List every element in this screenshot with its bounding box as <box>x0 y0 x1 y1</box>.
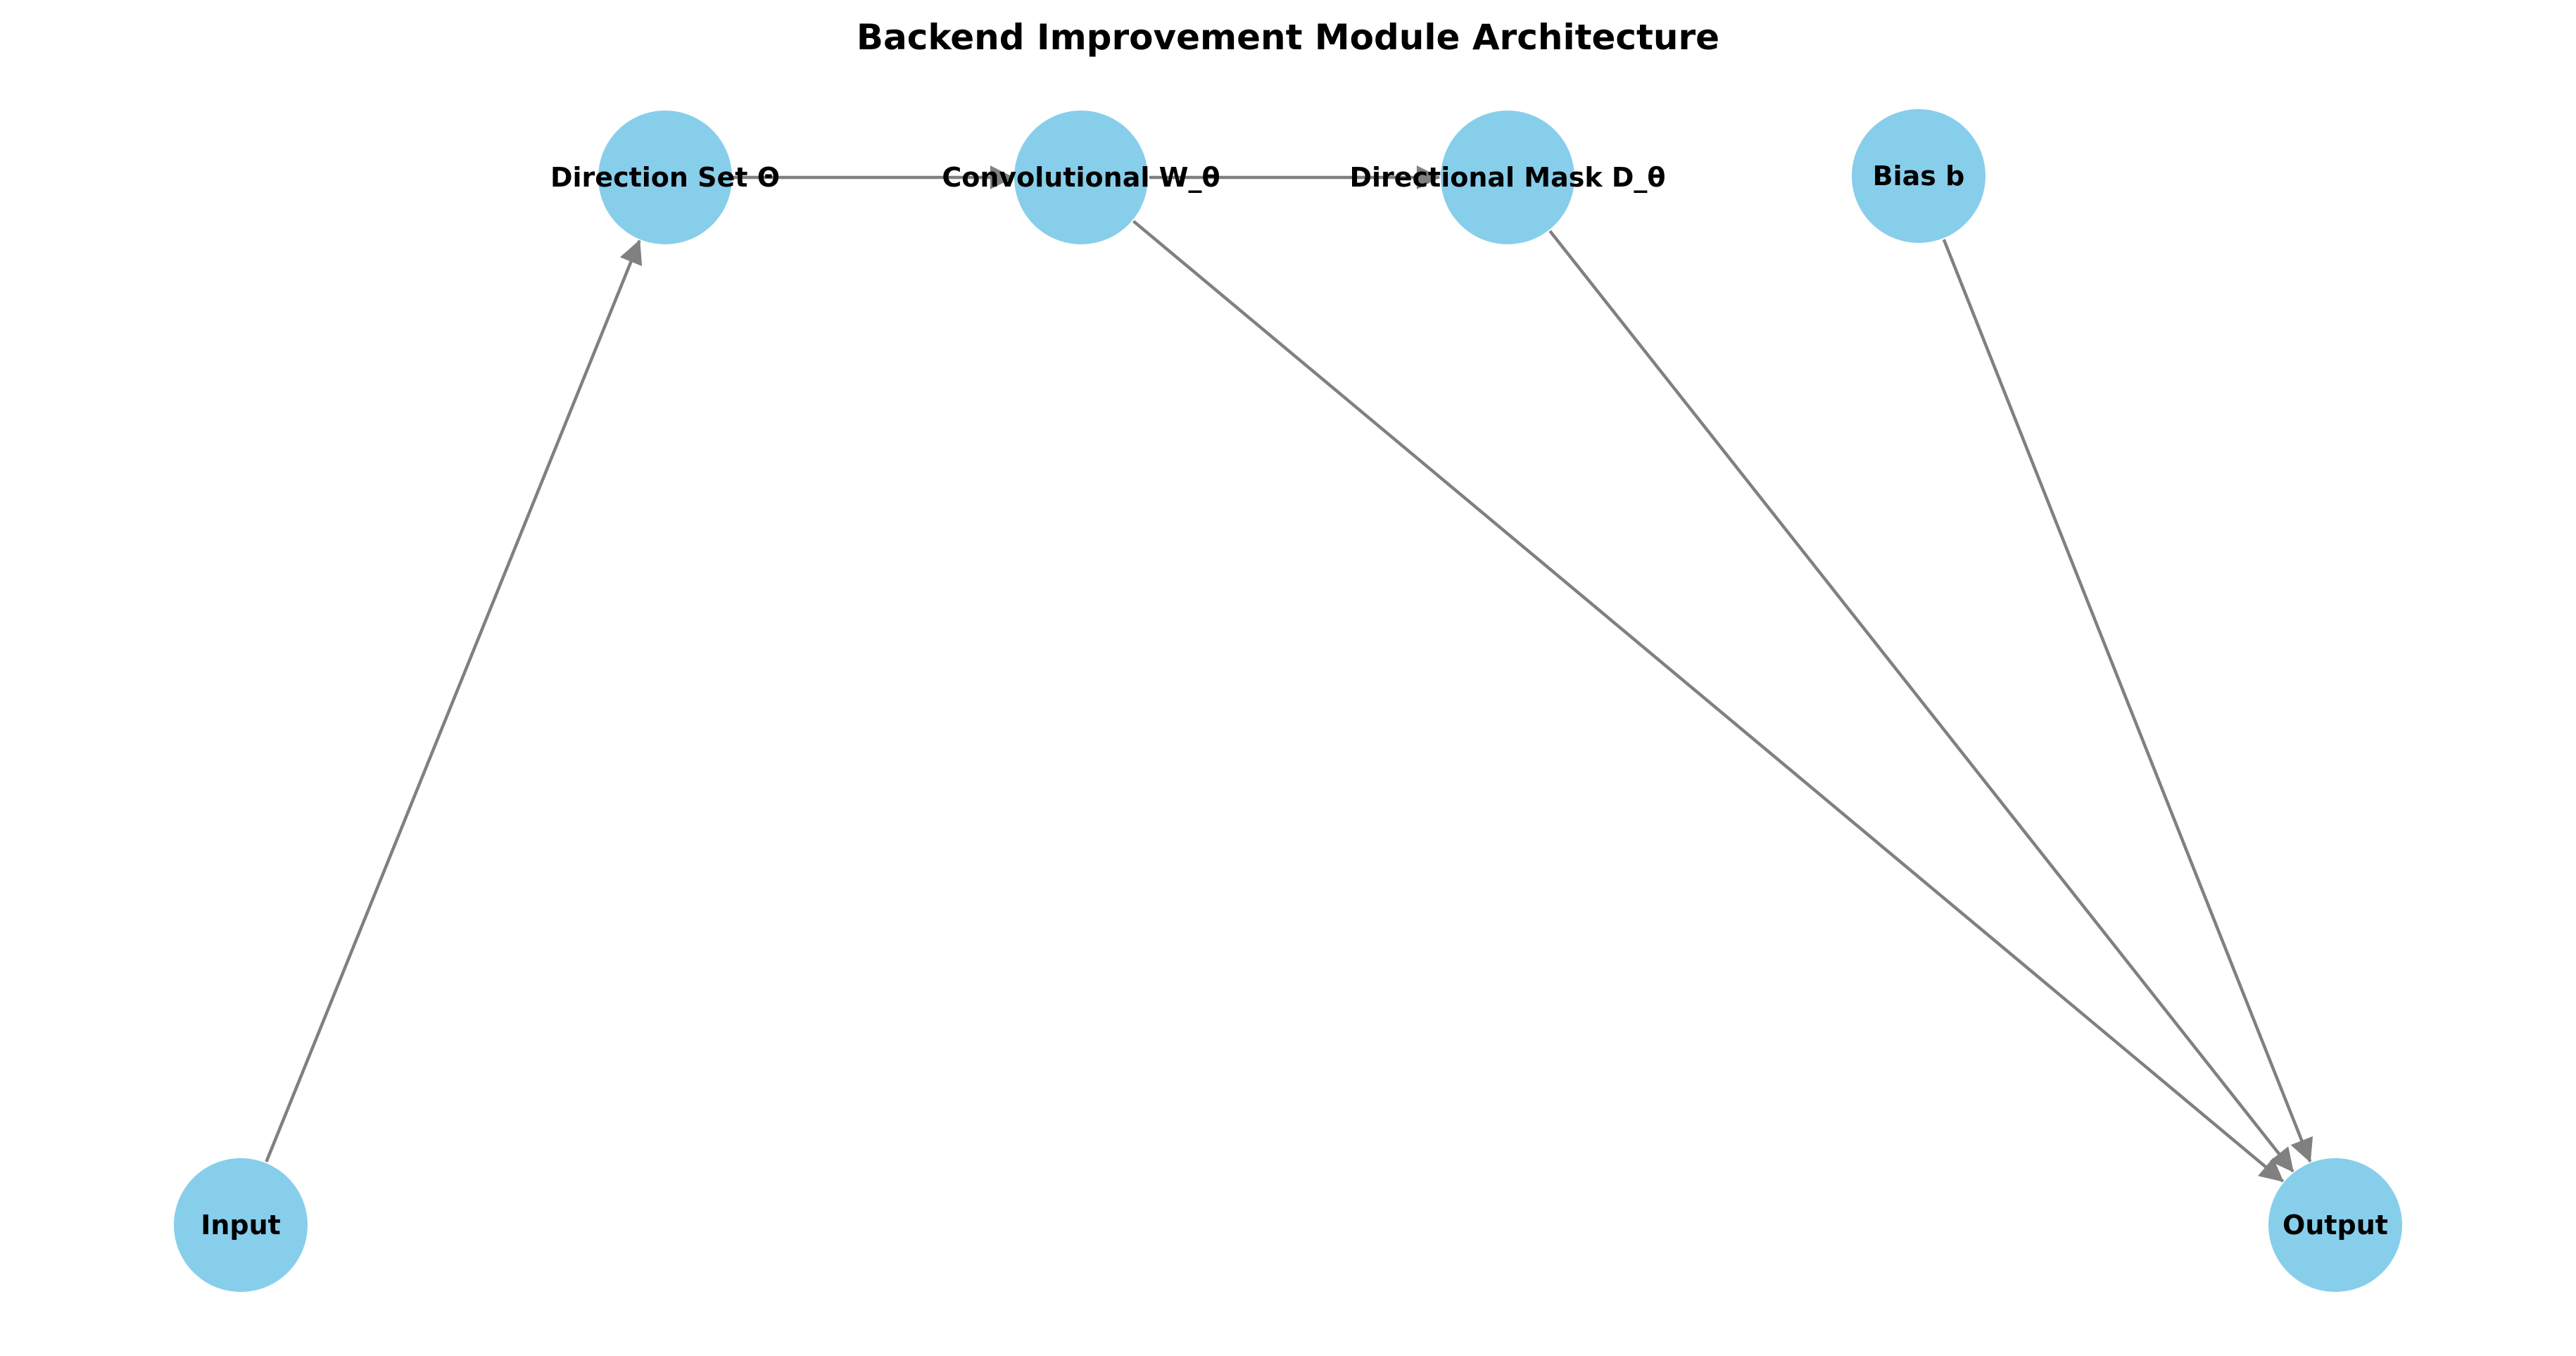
node-label-directional-mask: Directional Mask D_θ <box>1349 162 1665 193</box>
node-input <box>174 1158 308 1292</box>
node-directional-mask <box>1441 111 1574 244</box>
node-bias <box>1852 109 1985 243</box>
edges-layer <box>265 165 2313 1183</box>
node-direction-set <box>598 111 732 244</box>
node-label-convolutional: Convolutional W_θ <box>942 162 1220 193</box>
edge-convolutional-output <box>1132 220 2284 1183</box>
node-label-bias: Bias b <box>1873 161 1965 192</box>
nodes-layer <box>174 109 2402 1292</box>
edge-bias-output <box>1942 239 2313 1163</box>
edge-input-direction-set <box>265 239 643 1162</box>
node-output <box>2268 1158 2402 1292</box>
node-convolutional <box>1014 111 1148 244</box>
labels-layer: Input Direction Set Θ Convolutional W_θ Dir… <box>201 161 2388 1241</box>
node-label-direction-set: Direction Set Θ <box>550 162 780 193</box>
edge-directional-mask-output <box>1548 230 2294 1173</box>
diagram-title: Backend Improvement Module Architecture <box>857 17 1719 58</box>
node-label-input: Input <box>201 1210 281 1241</box>
node-label-output: Output <box>2283 1210 2388 1241</box>
